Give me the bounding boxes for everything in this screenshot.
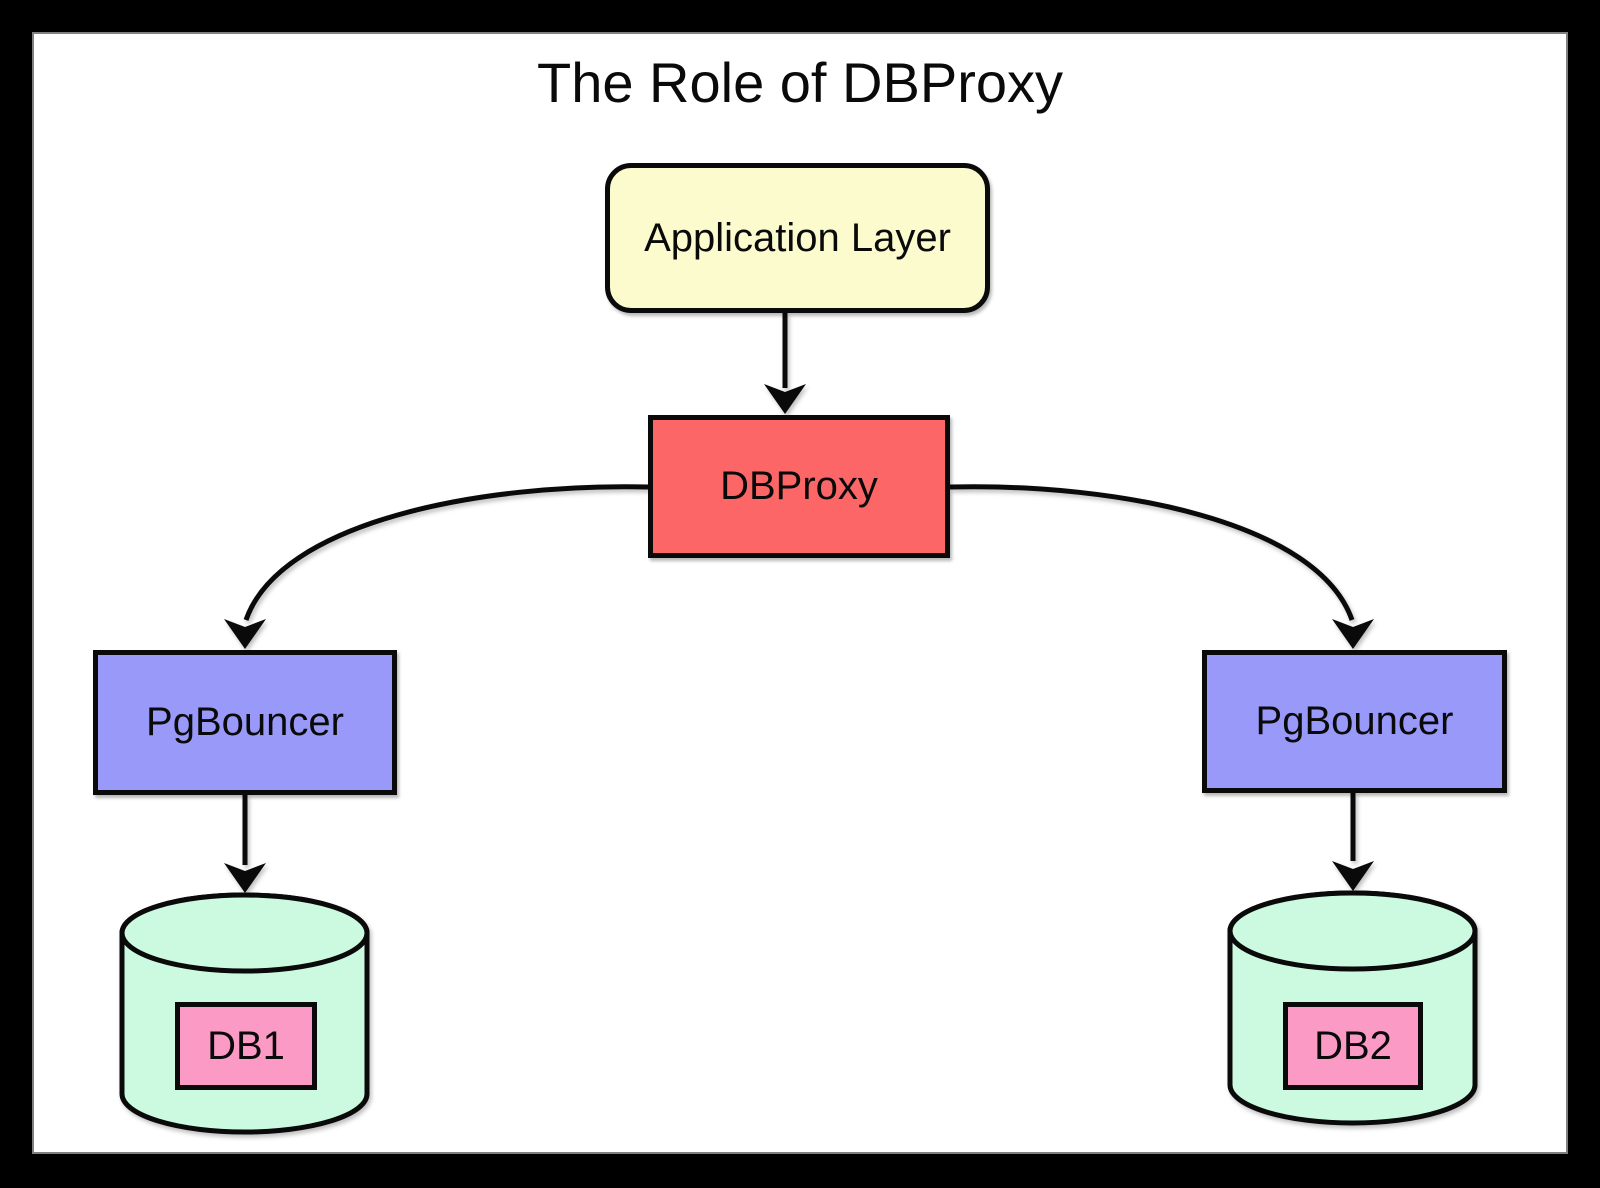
- node-application-layer: Application Layer: [605, 163, 990, 313]
- edge-pgbouncer-right-to-db2: [1332, 793, 1374, 891]
- node-pgbouncer-right: PgBouncer: [1202, 650, 1507, 793]
- arrowhead-down-icon: [224, 619, 266, 649]
- node-pgbouncer-left: PgBouncer: [93, 650, 397, 795]
- arrowhead-down-icon: [1332, 619, 1374, 649]
- diagram-title: The Role of DBProxy: [537, 51, 1063, 114]
- arrowhead-down-icon: [1332, 861, 1374, 891]
- edge-dbproxy-to-pgbouncer-right-line: [949, 484, 1355, 621]
- node-db1: DB1: [175, 1002, 317, 1090]
- edge-dbproxy-to-pgbouncer-left: [224, 484, 649, 649]
- node-db1-label: DB1: [207, 1023, 285, 1068]
- node-dbproxy-label: DBProxy: [720, 464, 878, 508]
- node-pgbouncer-left-label: PgBouncer: [146, 700, 344, 744]
- node-application-layer-label: Application Layer: [644, 215, 951, 260]
- arrowhead-down-icon: [764, 384, 806, 414]
- edge-dbproxy-to-pgbouncer-left-line: [243, 484, 649, 621]
- db1-cylinder-top: [119, 892, 370, 974]
- node-db2-label: DB2: [1314, 1023, 1392, 1068]
- node-pgbouncer-right-label: PgBouncer: [1255, 699, 1454, 743]
- edge-pgbouncer-left-to-db1: [224, 795, 266, 893]
- edge-applayer-to-dbproxy: [764, 313, 806, 414]
- edge-dbproxy-to-pgbouncer-right: [949, 484, 1374, 649]
- db2-cylinder-top: [1227, 890, 1478, 972]
- node-db2: DB2: [1283, 1002, 1423, 1090]
- arrowhead-down-icon: [224, 863, 266, 893]
- node-dbproxy: DBProxy: [648, 415, 950, 558]
